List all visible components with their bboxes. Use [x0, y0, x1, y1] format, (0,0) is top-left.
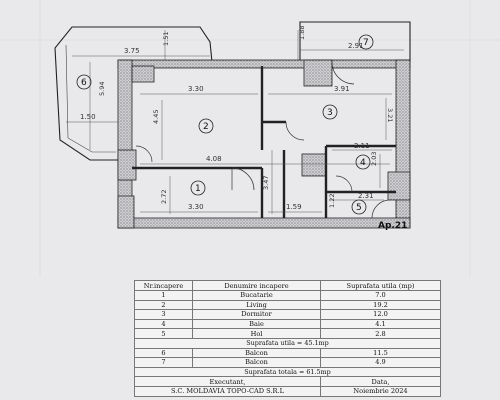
floor-plan: 3.75 1.51 5.94 1.50 3.30 4.45 3.91 3.21 … [0, 0, 500, 276]
table-row: 6 Balcon 11.5 [134, 347, 441, 359]
apartment-label: Ap.21 [378, 221, 407, 231]
table-row: 1 Bucatarie 7.0 [134, 290, 441, 301]
dim-bath-width: 2.11 [354, 142, 370, 150]
row-number: 1 [134, 290, 193, 301]
row-name: Bucatarie [192, 290, 321, 301]
row-area: 2.8 [320, 328, 441, 339]
table-row: 2 Living 19.2 [134, 299, 441, 311]
dim-hall-width: 1.59 [286, 203, 302, 211]
row-name: Living [192, 299, 321, 311]
useful-total: Suprafata utila = 45.1mp [134, 337, 441, 349]
table-header-row: Nr.incapere Denumire incapere Suprafata … [134, 280, 441, 291]
table-row: 5 Hol 2.8 [134, 328, 441, 339]
row-area: 4.1 [320, 318, 441, 330]
row-number: 7 [134, 357, 193, 368]
row-name: Hol [192, 328, 321, 339]
row-area: 4.9 [320, 357, 441, 368]
useful-total-row: Suprafata utila = 45.1mp [134, 337, 441, 349]
row-number: 5 [134, 328, 193, 339]
room-markers [76, 34, 374, 215]
signature-row: S.C. MOLDAVIA TOPO-CAD S.R.L Noiembrie 2… [134, 385, 441, 397]
dim-bedroom-height: 3.21 [386, 108, 394, 122]
row-name: Balcon [192, 347, 321, 359]
row-number: 4 [134, 318, 193, 330]
grand-total-row: Suprafata totala = 61.5mp [134, 366, 441, 378]
date-value: Noiembrie 2024 [320, 385, 441, 397]
signature-label-row: Executant, Data, [134, 376, 441, 387]
dim-balcony6-height: 5.94 [98, 82, 106, 96]
dim-balcony6-depth: 1.51 [162, 32, 170, 46]
executor-label: Executant, [134, 376, 321, 387]
dim-bath-height: 2.03 [370, 152, 378, 166]
dim-balcony7-depth: 1.88 [298, 26, 306, 40]
dim-kitchen-height: 2.72 [160, 190, 168, 204]
dim-living-width: 3.30 [188, 85, 204, 93]
room-area-table: Nr.incapere Denumire incapere Suprafata … [134, 280, 441, 397]
dim-living-height: 4.45 [152, 110, 160, 124]
walls [117, 59, 411, 229]
dimension-lines [66, 30, 404, 214]
header-area: Suprafata utila (mp) [320, 280, 441, 291]
grand-total: Suprafata totala = 61.5mp [134, 366, 441, 378]
table-row: 3 Dormitor 12.0 [134, 309, 441, 320]
dim-hall-height: 3.47 [262, 176, 270, 190]
dim-corridor-length: 4.08 [206, 155, 222, 163]
dim-hol-a: 2.31 [358, 192, 374, 200]
dim-balcony6-width: 3.75 [124, 47, 140, 55]
room-number-7: 7 [363, 38, 369, 48]
balcony-6-inner [65, 44, 116, 153]
dim-hol-b: 1.22 [328, 194, 336, 208]
dim-bedroom-width: 3.91 [334, 85, 350, 93]
header-name: Denumire incapere [192, 280, 321, 291]
room-area-table-container: Nr.incapere Denumire incapere Suprafata … [134, 280, 441, 398]
row-name: Baie [192, 318, 321, 330]
row-number: 6 [134, 347, 193, 359]
partitions [132, 66, 396, 218]
row-area: 19.2 [320, 299, 441, 311]
room-number-3: 3 [327, 108, 333, 118]
balcony-7-outline [299, 21, 411, 62]
date-label: Data, [320, 376, 441, 387]
row-area: 11.5 [320, 347, 441, 359]
row-name: Balcon [192, 357, 321, 368]
row-name: Dormitor [192, 309, 321, 320]
dim-kitchen-width: 3.30 [188, 203, 204, 211]
room-number-1: 1 [195, 184, 201, 194]
dim-balcony7-width: 2.91 [348, 42, 364, 50]
dim-balcony6-inner: 1.50 [80, 113, 96, 121]
room-number-5: 5 [356, 203, 362, 213]
room-number-2: 2 [203, 122, 209, 132]
room-number-6: 6 [81, 78, 87, 88]
table-row: 4 Baie 4.1 [134, 318, 441, 330]
header-number: Nr.incapere [134, 280, 193, 291]
table-row: 7 Balcon 4.9 [134, 357, 441, 368]
paper-grid [0, 0, 500, 276]
row-area: 12.0 [320, 309, 441, 320]
row-number: 2 [134, 299, 193, 311]
room-number-4: 4 [360, 158, 366, 168]
row-number: 3 [134, 309, 193, 320]
door-swings [135, 61, 391, 219]
row-area: 7.0 [320, 290, 441, 301]
executor-name: S.C. MOLDAVIA TOPO-CAD S.R.L [134, 385, 321, 397]
